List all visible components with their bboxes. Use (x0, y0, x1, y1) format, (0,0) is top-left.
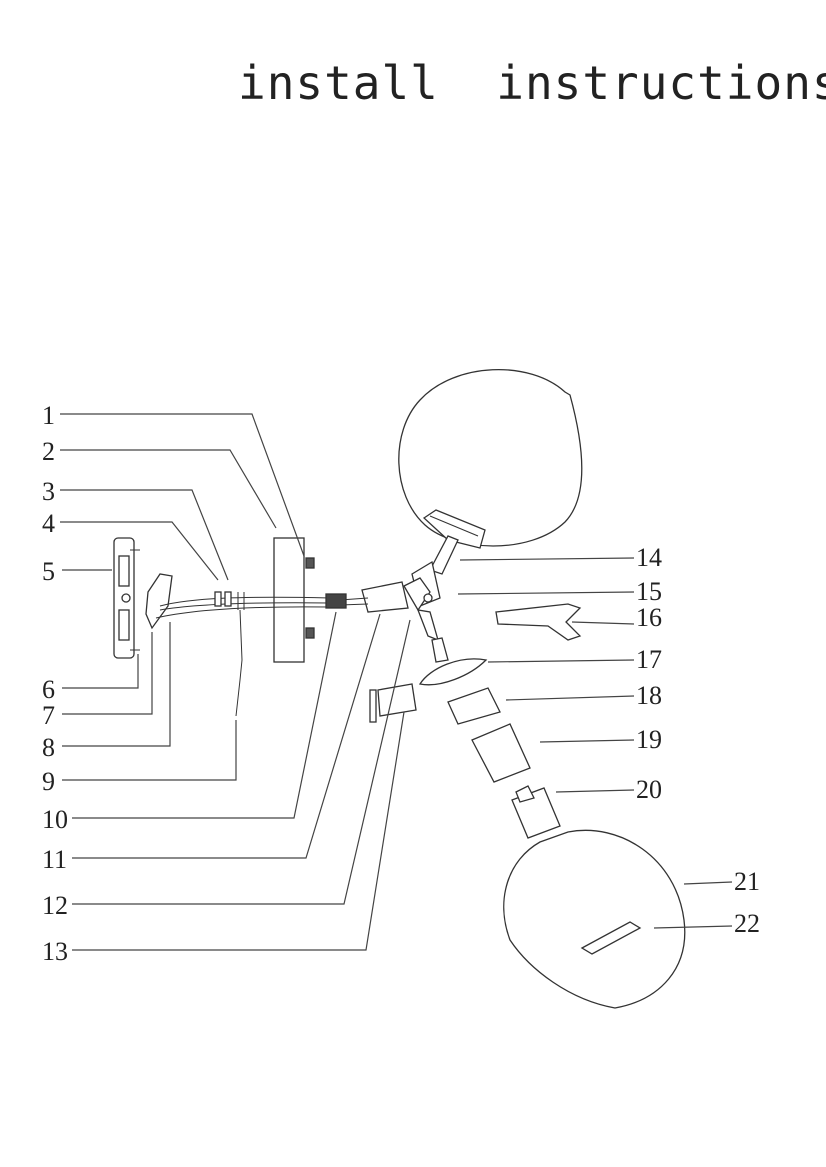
label-16: 16 (636, 603, 662, 632)
label-12: 12 (42, 891, 68, 920)
label-13: 13 (42, 937, 68, 966)
label-1: 1 (42, 401, 55, 430)
label-20: 20 (636, 775, 662, 804)
label-18: 18 (636, 681, 662, 710)
label-9: 9 (42, 767, 55, 796)
label-19: 19 (636, 725, 662, 754)
label-2: 2 (42, 437, 55, 466)
label-4: 4 (42, 509, 55, 538)
label-10: 10 (42, 805, 68, 834)
label-21: 21 (734, 867, 760, 896)
leader-lines (60, 413, 733, 951)
label-17: 17 (636, 645, 662, 674)
bulb-socket (511, 785, 561, 839)
mounting-bracket (113, 537, 140, 659)
lower-glass-globe (503, 829, 686, 1009)
page-title: install instructions (238, 56, 826, 110)
lamp-ring (447, 687, 501, 725)
label-15: 15 (636, 577, 662, 606)
screw-and-tag (369, 683, 417, 723)
label-3: 3 (42, 477, 55, 506)
label-5: 5 (42, 557, 55, 586)
part-numbers: 1 2 3 4 5 6 7 8 9 10 11 12 13 14 15 16 1… (42, 401, 760, 966)
label-8: 8 (42, 733, 55, 762)
ground-wire (235, 609, 243, 717)
wire-clips (214, 591, 245, 610)
central-hub (361, 577, 439, 642)
label-11: 11 (42, 845, 67, 874)
upper-glass-globe (398, 369, 583, 549)
fork-bracket (495, 603, 582, 641)
label-6: 6 (42, 675, 55, 704)
lamp-cup (418, 637, 488, 686)
label-22: 22 (734, 909, 760, 938)
socket-sleeve (471, 723, 531, 783)
wire-connector (325, 593, 347, 609)
wire-bundle (155, 596, 369, 619)
label-7: 7 (42, 701, 55, 730)
wall-plate (273, 537, 315, 663)
label-14: 14 (636, 543, 662, 572)
terminal-block (145, 573, 173, 630)
